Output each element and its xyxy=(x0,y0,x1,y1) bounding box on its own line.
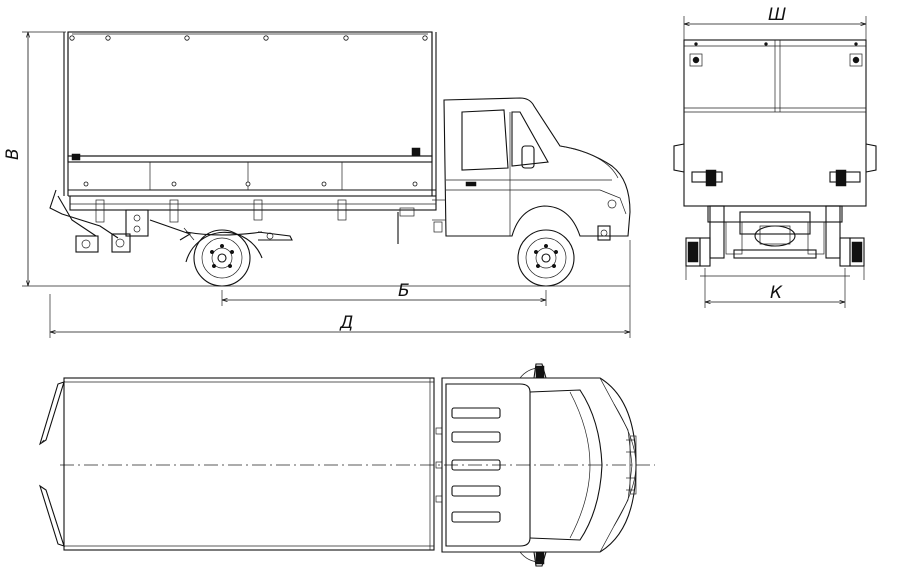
side-boards xyxy=(67,147,436,197)
dim-width: Ш xyxy=(683,5,867,40)
top-view xyxy=(39,363,655,567)
side-tarp-frame xyxy=(63,31,437,196)
side-front-wheel xyxy=(517,229,575,287)
dim-track: К xyxy=(704,268,846,308)
dim-length: Д xyxy=(49,240,631,338)
dim-height: В xyxy=(3,31,66,287)
label-height: В xyxy=(3,148,23,160)
label-length: Д xyxy=(339,313,353,333)
side-chassis xyxy=(49,189,437,253)
label-wheelbase: Б xyxy=(398,281,410,301)
rear-view xyxy=(673,39,877,280)
side-rear-wheel xyxy=(185,229,263,287)
label-width: Ш xyxy=(768,5,786,25)
side-view xyxy=(49,31,631,287)
dim-wheelbase: Б xyxy=(221,281,547,306)
label-track: К xyxy=(770,283,783,303)
side-cab xyxy=(432,97,631,241)
